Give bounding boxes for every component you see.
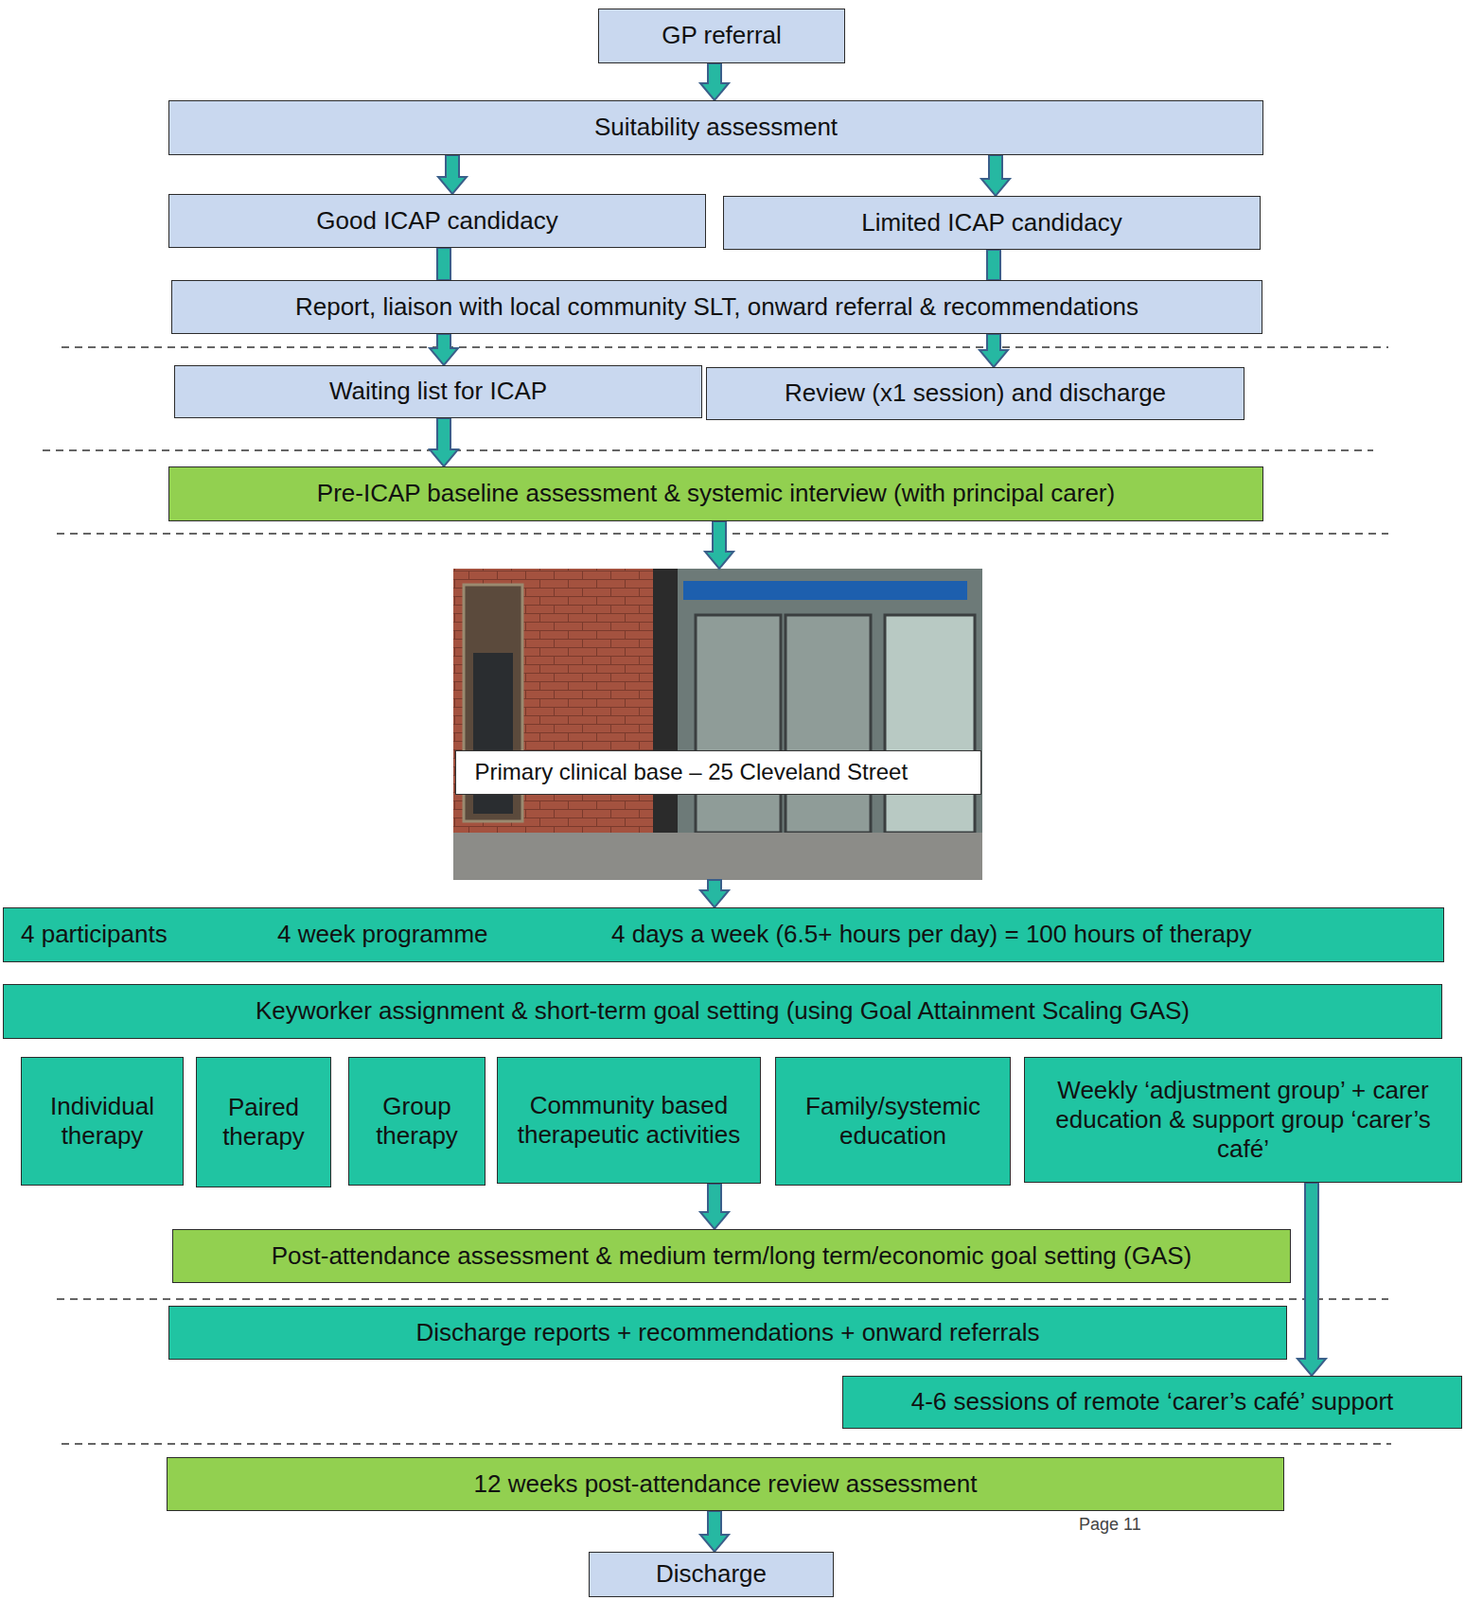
dashed-separator <box>61 346 1389 349</box>
node-text: Post-attendance assessment & medium term… <box>271 1241 1193 1271</box>
flow-arrow <box>981 155 1010 196</box>
end-box: Discharge <box>588 1552 834 1598</box>
photo-caption: Primary clinical base – 25 Cleveland Str… <box>455 750 982 795</box>
node-text: Good ICAP candidacy <box>316 206 558 236</box>
assessment-box: 12 weeks post-attendance review assessme… <box>166 1457 1285 1512</box>
outcome-box: Limited ICAP candidacy <box>723 195 1261 250</box>
process-box: Discharge reports + recommendations + on… <box>168 1306 1288 1360</box>
flow-arrow <box>429 334 459 366</box>
node-text: 4 participants <box>20 919 278 950</box>
node-text: Community based therapeutic activities <box>507 1091 751 1150</box>
process-box: Review (x1 session) and discharge <box>706 367 1245 421</box>
flow-arrow <box>979 334 1008 368</box>
programme-band: 4 participants4 week programme4 days a w… <box>2 907 1445 963</box>
assessment-box: Post-attendance assessment & medium term… <box>172 1229 1291 1284</box>
process-box: Keyworker assignment & short-term goal s… <box>2 984 1443 1040</box>
process-box: Waiting list for ICAP <box>174 365 703 419</box>
component-box: Individual therapy <box>20 1057 184 1186</box>
node-text: Group therapy <box>358 1092 476 1151</box>
node-text: Limited ICAP candidacy <box>861 208 1123 238</box>
process-box: Suitability assessment <box>168 100 1264 156</box>
node-text: Pre-ICAP baseline assessment & systemic … <box>317 478 1115 509</box>
node-text: Family/systemic education <box>785 1092 1001 1151</box>
photo-ground <box>453 568 983 881</box>
page-number: Page 11 <box>1078 1515 1142 1536</box>
flow-arrow <box>700 1183 729 1230</box>
flow-arrow <box>437 247 451 281</box>
stage-separator <box>42 347 1392 1445</box>
node-text: Paired therapy <box>206 1093 321 1152</box>
outcome-box: Good ICAP candidacy <box>168 194 707 248</box>
node-text: 12 weeks post-attendance review assessme… <box>474 1469 978 1500</box>
node-text: Keyworker assignment & short-term goal s… <box>255 996 1190 1026</box>
node-text: Discharge <box>655 1559 767 1589</box>
photo-node: Primary clinical base – 25 Cleveland Str… <box>453 568 983 881</box>
node-text: Weekly ‘adjustment group’ + carer educat… <box>1034 1076 1452 1165</box>
flow-arrow <box>438 155 467 195</box>
flow-arrow <box>700 1511 729 1553</box>
process-box: Report, liaison with local community SLT… <box>171 280 1263 335</box>
pavement <box>453 832 983 881</box>
sliding-door <box>695 615 781 833</box>
node-text: 4 week programme <box>277 919 612 950</box>
node-text: Discharge reports + recommendations + on… <box>416 1318 1041 1348</box>
flow-arrow <box>700 63 729 101</box>
flow-arrow <box>700 880 729 908</box>
entrance-sign <box>683 581 968 601</box>
sliding-door <box>785 615 871 833</box>
node-text: Report, liaison with local community SLT… <box>295 292 1139 322</box>
node-text: 4-6 sessions of remote ‘carer’s café’ su… <box>911 1387 1395 1417</box>
process-box: 4-6 sessions of remote ‘carer’s café’ su… <box>842 1376 1463 1430</box>
flow-arrow <box>987 249 1001 281</box>
component-box: Group therapy <box>348 1057 486 1186</box>
dashed-separator <box>61 1443 1392 1446</box>
node-text: Individual therapy <box>31 1092 174 1151</box>
start-box: GP referral <box>598 8 846 64</box>
building-photo <box>453 568 983 881</box>
flow-arrow <box>429 418 459 467</box>
node-text: Waiting list for ICAP <box>329 376 548 406</box>
node-text: GP referral <box>661 20 782 51</box>
dashed-separator <box>42 449 1374 452</box>
flow-arrow <box>1297 1182 1326 1377</box>
node-text: 4 days a week (6.5+ hours per day) = 100… <box>611 919 1252 950</box>
component-box: Paired therapy <box>195 1057 332 1188</box>
component-box: Weekly ‘adjustment group’ + carer educat… <box>1023 1057 1463 1183</box>
window-panel <box>884 615 975 833</box>
node-text: Suitability assessment <box>594 112 838 142</box>
flow-arrow <box>705 521 734 569</box>
assessment-box: Pre-ICAP baseline assessment & systemic … <box>168 466 1264 522</box>
node-text: Review (x1 session) and discharge <box>784 378 1166 408</box>
dashed-separator <box>56 1298 1389 1301</box>
component-box: Family/systemic education <box>775 1057 1011 1186</box>
component-box: Community based therapeutic activities <box>496 1057 761 1184</box>
